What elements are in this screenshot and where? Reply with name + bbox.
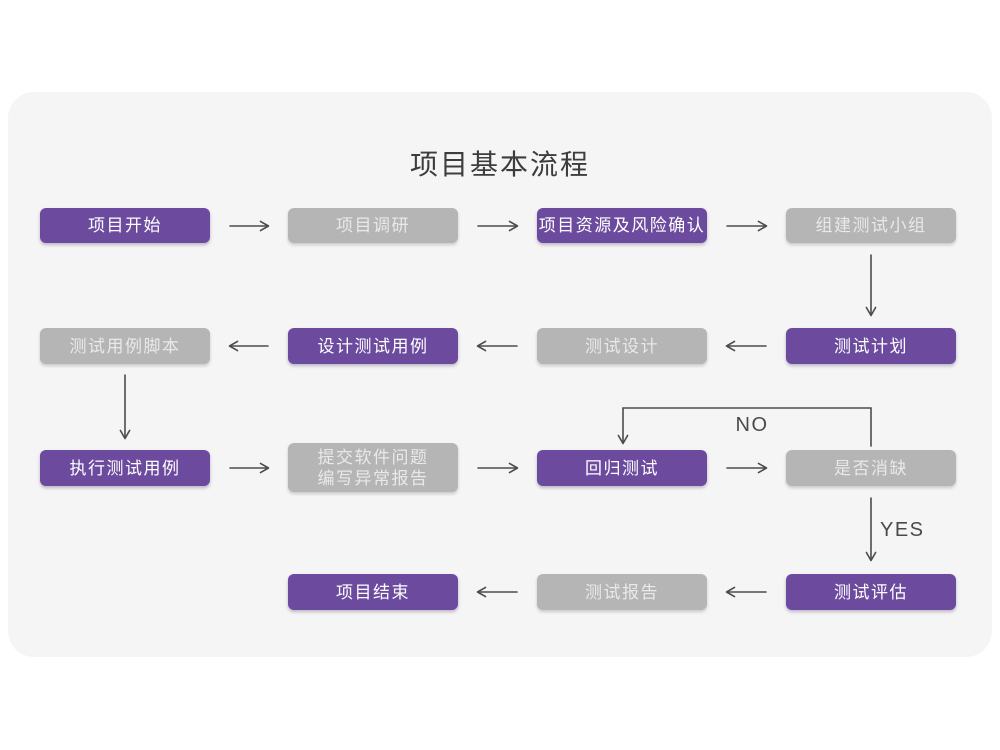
flow-node-label: 测试评估 [834,582,908,602]
flow-node-label: 项目资源及风险确认 [538,216,706,235]
flow-node-defect-cleared: 是否消缺 [786,450,956,486]
flow-node-label: 项目开始 [88,216,162,235]
flow-node-label: 回归测试 [585,458,659,478]
edge-label-yes: YES [880,519,925,541]
diagram-title: 项目基本流程 [409,149,590,180]
flow-node-test-report: 测试报告 [537,574,707,610]
flow-node-build-test-team: 组建测试小组 [786,208,956,243]
flow-node-project-start: 项目开始 [40,208,210,243]
flow-node-label: 组建测试小组 [815,216,927,235]
flow-node-submit-issues: 提交软件问题编写异常报告 [288,443,458,492]
flow-node-label: 测试用例脚本 [69,336,181,356]
flow-node-project-research: 项目调研 [288,208,458,243]
flow-node-resource-risk: 项目资源及风险确认 [537,208,707,243]
flow-node-project-end: 项目结束 [288,574,458,610]
flow-node-label: 项目结束 [336,582,410,602]
flow-node-test-plan: 测试计划 [786,328,956,364]
flow-node-label: 提交软件问题 [317,447,429,467]
flow-card [8,92,992,657]
flow-node-label: 是否消缺 [834,458,908,478]
flow-node-label: 设计测试用例 [317,336,429,356]
flow-node-execute-test-cases: 执行测试用例 [40,450,210,486]
flow-node-regression-test: 回归测试 [537,450,707,486]
flow-node-label: 测试计划 [834,336,908,356]
flow-node-test-design: 测试设计 [537,328,707,364]
flow-node-label: 项目调研 [336,216,410,235]
flow-node-label: 执行测试用例 [69,458,181,478]
flow-node-label: 编写异常报告 [317,468,429,488]
flow-node-test-case-script: 测试用例脚本 [40,328,210,364]
flow-node-test-evaluation: 测试评估 [786,574,956,610]
edge-label-no: NO [735,414,769,436]
flow-node-label: 测试设计 [585,336,659,356]
flow-node-label: 测试报告 [585,582,659,602]
flow-node-design-test-cases: 设计测试用例 [288,328,458,364]
